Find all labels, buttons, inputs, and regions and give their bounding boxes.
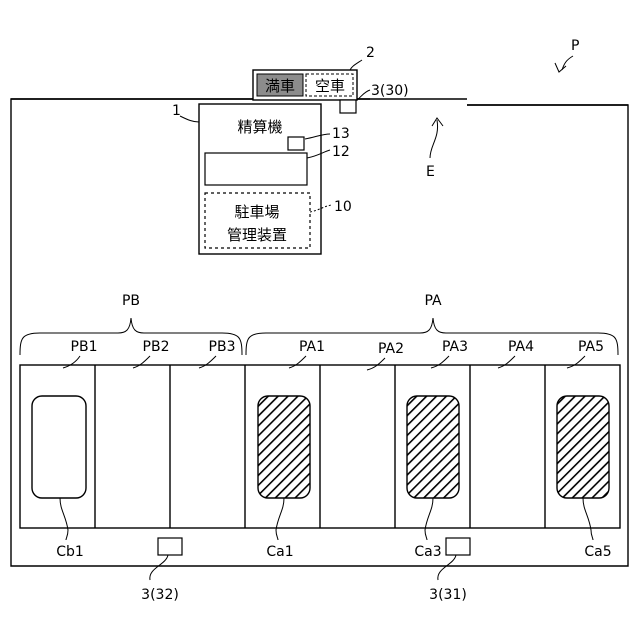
space-label-pa2: PA2 bbox=[378, 341, 404, 357]
component-13-label: 13 bbox=[332, 126, 350, 142]
space-label-pa1: PA1 bbox=[299, 339, 325, 355]
entrance-arrow bbox=[430, 120, 438, 158]
component-12-label: 12 bbox=[332, 144, 350, 160]
car-label-ca3: Ca3 bbox=[414, 544, 441, 560]
car-leaders bbox=[60, 498, 593, 540]
sensor-bottom-right bbox=[446, 538, 470, 555]
group-b-label: PB bbox=[122, 293, 140, 309]
sensor-top bbox=[340, 100, 356, 113]
machine-ref-label: 1 bbox=[172, 103, 181, 119]
car-label-cb1: Cb1 bbox=[56, 544, 84, 560]
sensor-bottom-right-label: 3(31) bbox=[429, 587, 467, 603]
machine-ref-leader bbox=[180, 116, 199, 122]
sensor-bottom-left bbox=[158, 538, 182, 555]
space-dividers bbox=[95, 365, 545, 528]
space-label-pa3: PA3 bbox=[442, 339, 468, 355]
car-cb1 bbox=[32, 396, 86, 498]
space-label-pb2: PB2 bbox=[143, 339, 170, 355]
component-10-label: 10 bbox=[334, 199, 352, 215]
car-label-ca5: Ca5 bbox=[584, 544, 611, 560]
car-ca3 bbox=[407, 396, 459, 498]
sign-vacant-text: 空車 bbox=[315, 77, 345, 95]
sensor-bottom-left-label: 3(32) bbox=[141, 587, 179, 603]
space-label-leaders bbox=[63, 356, 585, 370]
space-label-pb1: PB1 bbox=[71, 339, 98, 355]
space-label-pa5: PA5 bbox=[578, 339, 604, 355]
component-13 bbox=[288, 137, 304, 150]
entrance-ref-label: E bbox=[426, 164, 435, 180]
sign-full-text: 満車 bbox=[265, 77, 295, 95]
car-ca1 bbox=[258, 396, 310, 498]
sensor-top-label: 3(30) bbox=[371, 83, 409, 99]
machine-title: 精算機 bbox=[237, 118, 282, 136]
lot-ref-label: P bbox=[571, 38, 579, 54]
space-label-pa4: PA4 bbox=[508, 339, 534, 355]
space-label-pb3: PB3 bbox=[209, 339, 236, 355]
car-label-ca1: Ca1 bbox=[266, 544, 293, 560]
sign-ref-label: 2 bbox=[366, 45, 375, 61]
component-12-display bbox=[205, 153, 307, 185]
management-device-line1: 駐車場 bbox=[234, 203, 279, 221]
sensor-bottom-left-leader bbox=[150, 555, 168, 580]
sign-ref-leader bbox=[350, 60, 362, 70]
management-device-line2: 管理装置 bbox=[227, 226, 287, 244]
group-a-label: PA bbox=[424, 293, 442, 309]
car-ca5 bbox=[557, 396, 609, 498]
